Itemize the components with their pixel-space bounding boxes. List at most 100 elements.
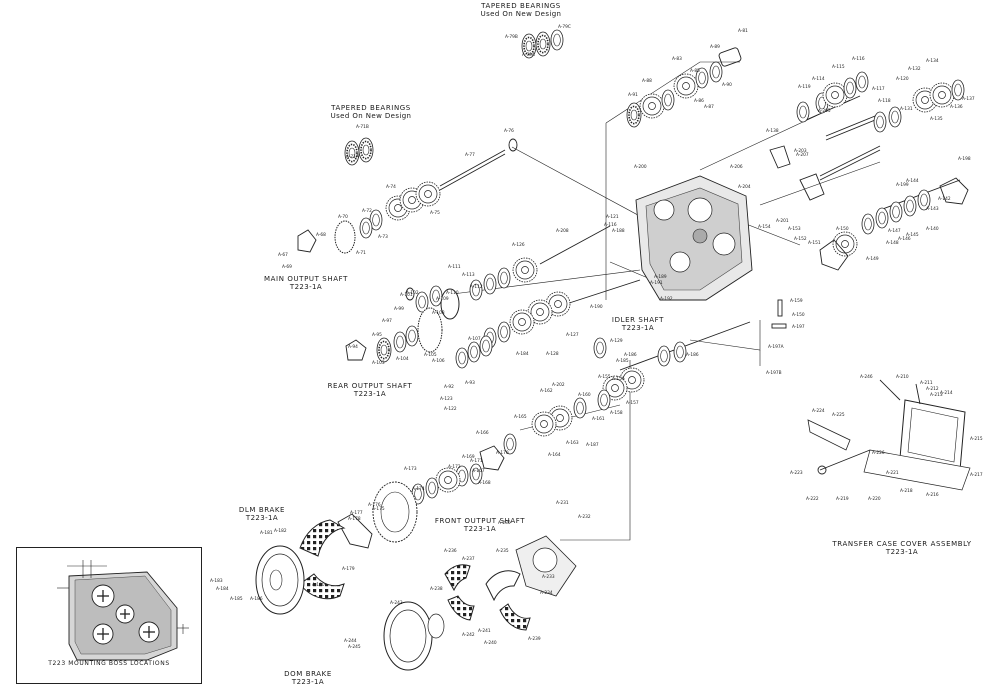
part-label: A-222 [806, 496, 819, 502]
part-label: A-246 [860, 374, 873, 380]
part-label: A-111 [448, 264, 461, 270]
part-label: A-197 [792, 324, 805, 330]
part-label: A-200 [634, 164, 647, 170]
part-label: A-164 [548, 452, 561, 458]
part-label: A-167 [472, 468, 485, 474]
part-label: A-110 [446, 290, 459, 296]
caption-dom-brake: DOM Brake T223-1A [284, 670, 332, 686]
part-label: A-119 [798, 84, 811, 90]
detent-pins [771, 299, 787, 329]
part-label: A-90 [722, 82, 732, 88]
part-label: A-170 [496, 450, 509, 456]
part-label: A-71 [356, 250, 366, 256]
upper-gear-cluster [626, 47, 742, 128]
part-label: A-244 [344, 638, 357, 644]
part-label: A-245 [348, 644, 361, 650]
part-label: A-148 [886, 240, 899, 246]
part-label: A-77 [465, 152, 475, 158]
part-label: A-118 [878, 98, 891, 104]
part-label: A-135 [930, 116, 943, 122]
part-label: A-79C [558, 24, 571, 30]
part-label: A-181 [260, 530, 273, 536]
part-label: A-204 [738, 184, 751, 190]
part-label: A-97 [382, 318, 392, 324]
part-label: A-91 [628, 92, 638, 98]
part-label: A-109 [436, 296, 449, 302]
part-label: A-73 [378, 234, 388, 240]
part-label: A-140 [926, 226, 939, 232]
part-label: A-205 [818, 108, 831, 114]
part-label: A-182 [274, 528, 287, 534]
front-output-shaft-parts [411, 321, 751, 505]
part-label: A-166 [476, 430, 489, 436]
idler-shaft-parts [483, 279, 641, 349]
part-label: A-67 [278, 252, 288, 258]
part-label: A-116 [604, 222, 617, 228]
part-label: A-175 [372, 506, 385, 512]
part-label: A-187 [586, 442, 599, 448]
part-label: A-219 [836, 496, 849, 502]
part-label: A-71B [356, 124, 369, 130]
part-label: A-126 [512, 242, 525, 248]
part-label: A-186 [686, 352, 699, 358]
part-label: A-186 [624, 352, 637, 358]
part-label: A-225 [832, 412, 845, 418]
part-label: A-174 [412, 486, 425, 492]
part-label: A-218 [900, 488, 913, 494]
part-label: A-180 [312, 582, 325, 588]
part-label: A-142 [938, 196, 951, 202]
part-label: A-156 [612, 376, 625, 382]
part-label: A-104 [396, 356, 409, 362]
part-label: A-211 [920, 380, 933, 386]
part-label: A-83 [672, 56, 682, 62]
caption-tapered-bearings-top: Tapered Bearings Used On New Design [480, 2, 562, 18]
part-label: A-106 [432, 358, 445, 364]
mounting-boss-drawing [57, 560, 189, 661]
caption-tapered-bearings-left: Tapered Bearings Used On New Design [330, 104, 412, 120]
part-label: A-107 [468, 336, 481, 342]
cover-assembly [807, 379, 971, 491]
part-label: A-92 [444, 384, 454, 390]
dlm-brake-parts [255, 481, 418, 615]
part-label: A-197A [768, 344, 784, 350]
part-label: A-241 [478, 628, 491, 634]
caption-rear-output-shaft: Rear Output Shaft T223-1A [327, 382, 413, 398]
part-label: A-128 [546, 351, 559, 357]
part-label: A-202 [552, 382, 565, 388]
part-label: A-168 [478, 480, 491, 486]
part-label: A-189 [654, 274, 667, 280]
part-label: A-221 [886, 470, 899, 476]
part-label: A-242 [462, 632, 475, 638]
part-label: A-99 [394, 306, 404, 312]
part-label: A-188 [612, 228, 625, 234]
part-label: A-155 [598, 374, 611, 380]
part-label: A-138 [766, 128, 779, 134]
part-label: A-81 [738, 28, 748, 34]
part-label: A-113 [462, 272, 475, 278]
right-lower-cluster [819, 177, 969, 271]
part-label: A-94 [348, 344, 358, 350]
part-label: A-149 [866, 256, 879, 262]
part-label: A-240 [484, 640, 497, 646]
part-label: A-150 [792, 312, 805, 318]
part-label: A-237 [462, 556, 475, 562]
part-label: A-165 [514, 414, 527, 420]
part-label: A-160 [578, 392, 591, 398]
caption-transfer-case-cover: Transfer Case Cover Assembly T223-1A [832, 540, 972, 556]
part-label: A-146 [898, 236, 911, 242]
part-label: A-213 [930, 392, 943, 398]
part-label: A-153 [788, 226, 801, 232]
part-label: A-85 [690, 68, 700, 74]
part-label: A-184 [516, 351, 529, 357]
caption-mounting-boss-locations: T223 Mounting Boss Locations [48, 660, 170, 667]
part-label: A-217 [970, 472, 983, 478]
part-label: A-235 [496, 548, 509, 554]
part-label: A-152 [794, 236, 807, 242]
transfer-case-housing [635, 175, 753, 301]
tapered-bearings-left [344, 137, 374, 166]
part-label: A-147 [888, 228, 901, 234]
part-label: A-176 [368, 502, 381, 508]
part-label: A-131 [900, 106, 913, 112]
part-label: A-177 [350, 510, 363, 516]
